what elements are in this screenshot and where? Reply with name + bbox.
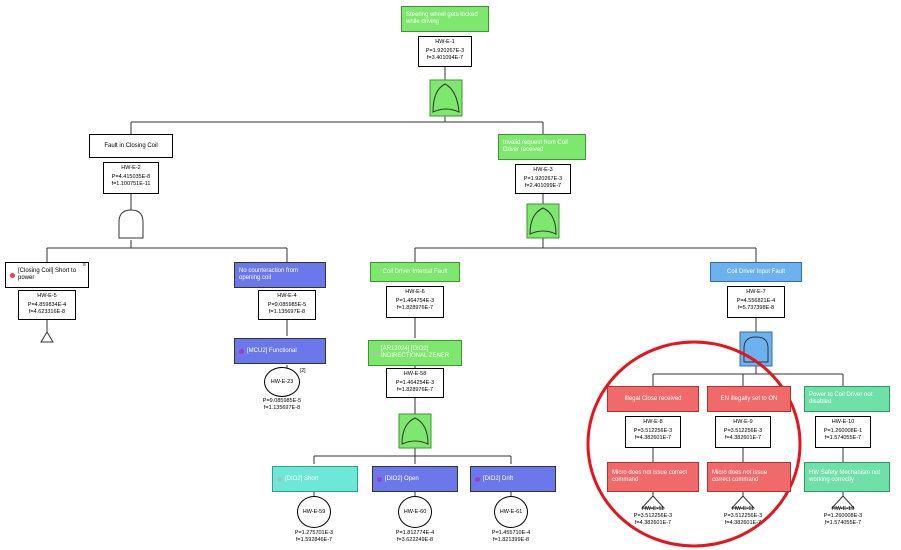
event-info-zener: HW-E-58 P=1.464254E-3 f=1.828976E-7 bbox=[386, 368, 444, 398]
basic-event-values: P=9.085985E-5 f=1.135697E-8 bbox=[262, 398, 302, 411]
event-info-illegal-close: HW-E-8 P=3.512256E-3 f=4.382601E-7 bbox=[625, 416, 681, 448]
event-driver-internal[interactable]: Coil Driver Internal Fault bbox=[370, 262, 460, 282]
event-short-to-power[interactable]: [Closing Coil] Short to power bbox=[5, 262, 89, 288]
or-gate-zener bbox=[398, 413, 432, 449]
event-driver-input[interactable]: Coil Driver Input Fault bbox=[710, 262, 802, 282]
event-no-counteraction[interactable]: No counteraction from opening coil bbox=[234, 262, 326, 288]
multi-badge: ≡ bbox=[83, 262, 86, 268]
event-info-driver-input: HW-E-7 P=4.556821E-4 f=5.737398E-8 bbox=[727, 286, 785, 318]
basic-event-icon bbox=[377, 476, 382, 482]
basic-event-values: P=1.812774E-4 f=3.622249E-8 bbox=[395, 530, 435, 543]
event-fault-coil[interactable]: Fault in Closing Coil bbox=[89, 134, 173, 158]
event-power-driver[interactable]: Power to Coil Driver not disabled bbox=[804, 386, 890, 412]
basic-event-circle[interactable]: HW-E-23 bbox=[264, 367, 300, 397]
event-dio2-open[interactable]: [DIO2] Open bbox=[372, 466, 458, 492]
transfer-triangle-icon bbox=[830, 495, 856, 509]
event-info-no-counter: HW-E-4 P=9.085985E-5 f=1.135697E-8 bbox=[258, 290, 316, 320]
basic-event-icon bbox=[277, 476, 282, 482]
event-zener[interactable]: [AR12024] [DIO2] INDIRECTIONAL ZENER bbox=[368, 340, 462, 366]
basic-event-icon bbox=[373, 350, 378, 356]
transfer-values: HW-E-19 P=1.260008E-3 f=1.574055E-7 bbox=[823, 506, 863, 526]
event-info-en-illegal: HW-E-9 P=3.512256E-3 f=4.382601E-7 bbox=[715, 416, 771, 448]
basic-event-circle[interactable]: HW-E-61 bbox=[494, 496, 528, 528]
or-gate-invalid bbox=[526, 203, 560, 239]
event-info-short-power: HW-E-5 P=4.859834E-4 f=4.623316E-8 bbox=[18, 290, 76, 320]
event-hw-safety[interactable]: HW Safety Mechanism not working correctl… bbox=[804, 462, 890, 492]
basic-event-icon bbox=[475, 476, 480, 482]
basic-event-values: P=1.455710E-4 f=1.821399E-8 bbox=[491, 530, 531, 543]
transfer-triangle-icon bbox=[640, 495, 666, 509]
transfer-triangle-icon bbox=[730, 495, 756, 509]
event-en-illegal[interactable]: EN illegally set to ON bbox=[707, 386, 791, 412]
event-steering-locked[interactable]: Steering wheel gets locked while driving bbox=[401, 6, 489, 32]
event-micro-command-1[interactable]: Micro does not issue correct command bbox=[607, 462, 699, 492]
event-label: Steering wheel gets locked while driving bbox=[406, 12, 478, 25]
event-info-driver-internal: HW-E-6 P=1.464754E-3 f=1.828976E-7 bbox=[386, 286, 444, 318]
or-gate-top bbox=[429, 79, 463, 117]
transfer-triangle-icon bbox=[40, 331, 54, 343]
event-info-invalid: HW-E-3 P=1.920267E-3 f=2.401099E-7 bbox=[515, 164, 571, 194]
basic-event-circle[interactable]: HW-E-59 bbox=[297, 496, 331, 528]
and-gate-coil bbox=[118, 209, 144, 239]
transfer-values: HW-E-11 P=3.512256E-3 f=4.382601E-7 bbox=[633, 506, 673, 526]
event-micro-command-2[interactable]: Micro does not issue correct command bbox=[707, 462, 791, 492]
event-mcu2-functional[interactable]: [MCU2] Functional bbox=[234, 338, 326, 364]
event-dio2-drift[interactable]: [DIO2] Drift bbox=[470, 466, 556, 492]
basic-event-values: P=1.275701E-3 f=1.592846E-7 bbox=[294, 530, 334, 543]
basic-event-icon bbox=[10, 272, 15, 278]
event-dio2-short[interactable]: [DIO2] Short bbox=[272, 466, 358, 492]
event-invalid-request[interactable]: Invalid request from Coil Driver receive… bbox=[498, 134, 586, 160]
event-info-power-driver: HW-E-10 P=1.260008E-1 f=1.574055E-7 bbox=[815, 416, 871, 448]
annotation-circle bbox=[586, 340, 802, 548]
basic-event-icon bbox=[239, 348, 244, 354]
event-info-fault-coil: HW-E-2 P=4.415035E-8 f=1.100751E-11 bbox=[103, 162, 159, 194]
event-info-top: HW-E-1 P=1.920267E-3 f=3.401094E-7 bbox=[418, 36, 472, 67]
basic-event-circle[interactable]: HW-E-60 bbox=[398, 496, 432, 528]
transfer-values: HW-E-11 P=3.512256E-3 f=4.382601E-7 bbox=[723, 506, 763, 526]
event-illegal-close[interactable]: Illegal Close received bbox=[607, 386, 699, 412]
count-badge: [2] bbox=[300, 368, 306, 374]
